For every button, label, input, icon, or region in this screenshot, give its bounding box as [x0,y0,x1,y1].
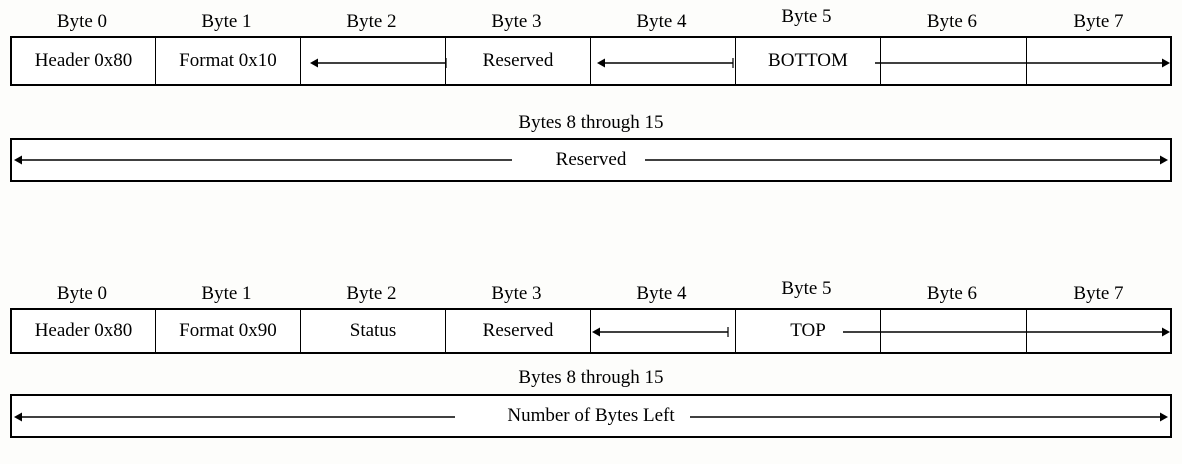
byte-header-3: Byte 3 [491,11,542,32]
cell-label: Header 0x80 [28,320,139,342]
extension-label-packet2: Number of Bytes Left [497,405,685,427]
cell-byte1-packet2: Format 0x90 [156,310,301,352]
byte-table-packet2: Header 0x80 Format 0x90 Status Reserved … [10,308,1172,354]
cell-label: BOTTOM [762,50,854,72]
byte-header-2: Byte 2 [346,283,397,304]
cell-byte2-packet2: Status [301,310,446,352]
byte-header-6: Byte 6 [926,283,978,304]
extension-box-packet2: Number of Bytes Left [10,394,1172,438]
byte-header-7: Byte 7 [1073,283,1124,304]
cell-byte3-packet2: Reserved [446,310,591,352]
byte-header-4: Byte 4 [636,283,687,304]
byte-header-5: Byte 5 [781,6,832,27]
extension-label-packet1: Reserved [545,149,637,171]
cell-byte5-packet2: TOP [736,310,881,352]
byte-header-5: Byte 5 [781,278,832,299]
cell-label: Format 0x90 [173,320,283,342]
extension-caption-packet2: Bytes 8 through 15 [518,367,664,388]
cell-byte6-packet1 [881,38,1027,84]
byte-header-1: Byte 1 [201,283,252,304]
cell-byte0-packet1: Header 0x80 [12,38,156,84]
cell-byte6-packet2 [881,310,1027,352]
byte-header-7: Byte 7 [1073,11,1124,32]
extension-caption-packet1: Bytes 8 through 15 [518,112,664,133]
cell-label: Format 0x10 [173,50,283,72]
cell-label: TOP [784,320,832,342]
cell-label: Reserved [476,320,560,342]
cell-byte7-packet2 [1027,310,1170,352]
cell-byte1-packet1: Format 0x10 [156,38,301,84]
cell-label: Reserved [476,50,560,72]
cell-byte5-packet1: BOTTOM [736,38,881,84]
byte-header-0: Byte 0 [56,283,108,304]
extension-box-packet1: Reserved [10,138,1172,182]
cell-label: Header 0x80 [28,50,139,72]
byte-header-4: Byte 4 [636,11,687,32]
byte-header-2: Byte 2 [346,11,397,32]
byte-header-row-packet1: Byte 0 Byte 1 Byte 2 Byte 3 Byte 4 Byte … [10,6,1172,32]
cell-byte3-packet1: Reserved [446,38,591,84]
byte-table-packet1: Header 0x80 Format 0x10 Reserved BOTTOM [10,36,1172,86]
byte-header-row-packet2: Byte 0 Byte 1 Byte 2 Byte 3 Byte 4 Byte … [10,278,1172,304]
byte-header-0: Byte 0 [56,11,108,32]
cell-byte2-packet1 [301,38,446,84]
byte-header-1: Byte 1 [201,11,252,32]
cell-byte7-packet1 [1027,38,1170,84]
cell-byte0-packet2: Header 0x80 [12,310,156,352]
cell-label: Status [343,320,403,342]
cell-byte4-packet2 [591,310,736,352]
byte-header-6: Byte 6 [926,11,978,32]
byte-header-3: Byte 3 [491,283,542,304]
cell-byte4-packet1 [591,38,736,84]
